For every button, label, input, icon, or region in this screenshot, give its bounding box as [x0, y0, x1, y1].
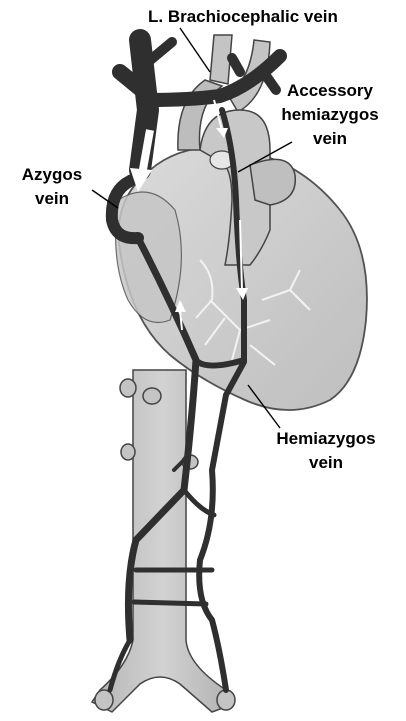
label-hemiazygos-line2: vein: [309, 453, 343, 472]
communicating-vein: [134, 602, 206, 604]
label-brachiocephalic: L. Brachiocephalic vein: [148, 7, 338, 26]
label-accessory-line2: hemiazygos: [281, 105, 378, 124]
aorta-branch-stub: [120, 379, 136, 397]
label-azygos-line2: vein: [35, 189, 69, 208]
aorta-branch-stub: [121, 444, 135, 460]
leader-brachiocephalic: [180, 28, 210, 72]
iliac-end: [217, 690, 235, 710]
label-accessory-line1: Accessory: [287, 81, 374, 100]
aorta-branch-stub: [143, 388, 161, 404]
label-hemiazygos-line1: Hemiazygos: [276, 429, 375, 448]
label-accessory-line3: vein: [313, 129, 347, 148]
descending-aorta: [92, 370, 235, 712]
iliac-end: [95, 690, 113, 710]
hemiazygos-vein: [199, 362, 244, 690]
label-azygos-line1: Azygos: [22, 165, 82, 184]
